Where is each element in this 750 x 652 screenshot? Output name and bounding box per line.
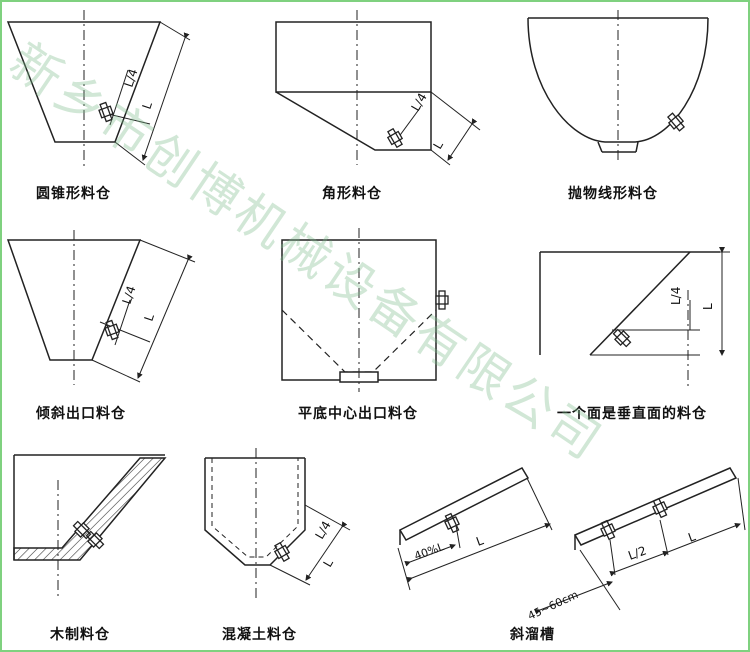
angular-dim-large: L: [430, 138, 446, 151]
chute-dim-l-right: L: [686, 529, 697, 545]
chute-dim-l-half: L/2: [626, 543, 648, 562]
vertical-face-bin-diagram: [539, 247, 730, 388]
angular-bin-diagram: [275, 10, 481, 166]
wooden-bin-diagram: [13, 454, 167, 600]
vertical-dim-large: L: [701, 303, 715, 310]
caption-concrete: 混凝土料仓: [222, 627, 297, 643]
angular-dim-small: L/4: [408, 91, 429, 114]
chute-dim-40pct: 40%L: [413, 540, 447, 563]
cone-bin-diagram: [6, 10, 191, 170]
caption-cone: 圆锥形料仓: [36, 186, 111, 202]
parabolic-bin-diagram: [527, 10, 709, 160]
chute-dim-l-left: L: [474, 533, 485, 549]
concrete-dim-large: L: [320, 556, 336, 569]
flat-bottom-bin-diagram: [281, 228, 449, 392]
concrete-dim-small: L/4: [312, 519, 333, 542]
caption-inclined-outlet: 倾斜出口料仓: [36, 406, 126, 422]
chute-dim-spacing: 45~60cm: [526, 588, 580, 623]
inclined-dim-large: L: [142, 312, 157, 323]
inclined-outlet-bin-diagram: [6, 230, 196, 385]
caption-parabolic: 抛物线形料仓: [568, 186, 658, 202]
chute-diagram: [397, 467, 746, 615]
cone-dim-small: L/4: [122, 67, 141, 89]
caption-wooden: 木制料仓: [50, 627, 110, 643]
caption-chute: 斜溜槽: [510, 627, 555, 643]
caption-flat-bottom: 平底中心出口料仓: [298, 406, 418, 422]
vertical-dim-small: L/4: [669, 287, 683, 305]
cone-dim-large: L: [140, 100, 155, 111]
caption-vertical-face: 一个面是垂直面的料仓: [557, 406, 707, 422]
concrete-bin-diagram: [204, 448, 351, 600]
inclined-dim-small: L/4: [120, 284, 139, 306]
caption-angular: 角形料仓: [322, 186, 382, 202]
